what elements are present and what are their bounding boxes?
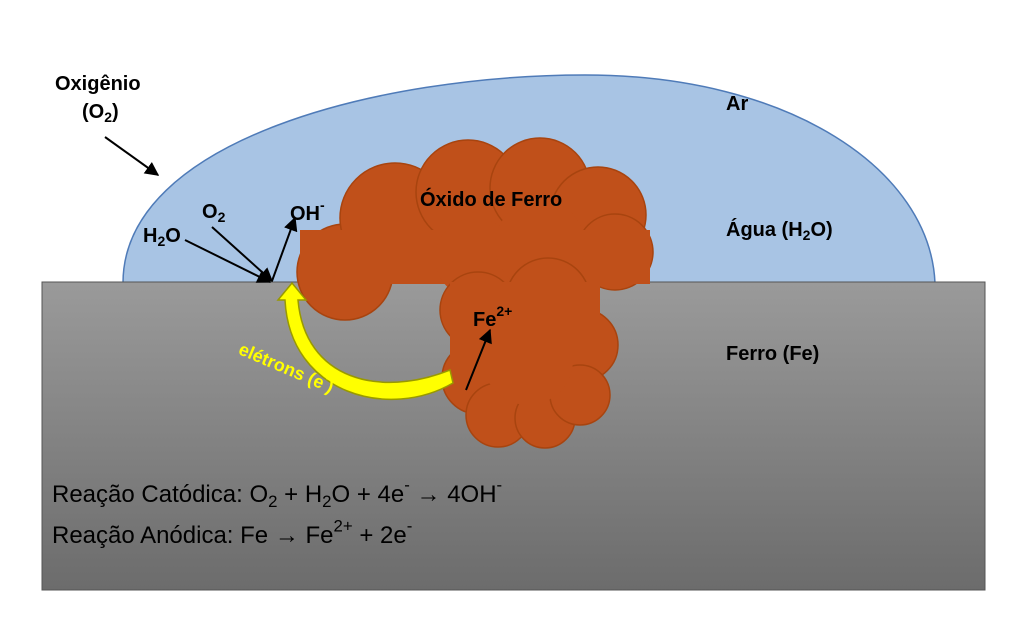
water-label-post: O) bbox=[810, 219, 833, 241]
oxygen-label: Oxigênio bbox=[55, 72, 141, 96]
h2o-label: H2O bbox=[143, 224, 181, 253]
fe-ion-label: Fe2+ bbox=[473, 304, 512, 332]
iron-oxide-deposit bbox=[296, 137, 654, 449]
cathodic-h: H bbox=[304, 481, 323, 508]
cathodic-oh: 4OH bbox=[447, 481, 497, 508]
fe-ion-sup: 2+ bbox=[496, 303, 513, 320]
anodic-fe2-sup: 2+ bbox=[333, 516, 353, 536]
fe-ion-arrow bbox=[465, 328, 492, 391]
oh-arrow bbox=[271, 216, 298, 282]
oh-sup: - bbox=[320, 197, 325, 214]
h2o-arrow bbox=[184, 239, 272, 283]
anodic-electrons: 2e bbox=[380, 522, 407, 549]
o2-pre: O bbox=[202, 201, 218, 223]
iron-label: Ferro (Fe) bbox=[726, 343, 820, 365]
cathodic-plus1: + bbox=[284, 481, 299, 508]
cathodic-electrons-sup: - bbox=[404, 475, 410, 495]
iron-oxide-label: Óxido de Ferro bbox=[420, 189, 563, 211]
cathodic-reaction-label: Reação Catódica: bbox=[52, 481, 243, 508]
anodic-plus: + bbox=[359, 522, 374, 549]
cathodic-o-sub: 2 bbox=[268, 492, 278, 512]
o2-label: O2 bbox=[202, 200, 225, 229]
cathodic-h-sub: 2 bbox=[322, 492, 332, 512]
oxygen-label-line1: Oxigênio bbox=[55, 73, 141, 95]
electron-flow-arrow bbox=[276, 281, 454, 401]
h2o-post: O bbox=[165, 225, 181, 247]
anodic-reaction: Reação Anódica: Fe → Fe2+ + 2e- bbox=[52, 517, 412, 550]
anodic-fe: Fe bbox=[240, 522, 269, 549]
oxygen-formula-post: ) bbox=[112, 101, 119, 123]
cathodic-plus2: + bbox=[356, 481, 371, 508]
h2o-sub: 2 bbox=[157, 233, 166, 250]
water-label: Água (H2O) bbox=[726, 218, 833, 247]
oxygen-formula-sub: 2 bbox=[104, 109, 113, 126]
o2-arrow bbox=[211, 226, 274, 282]
cathodic-reaction: Reação Catódica: O2 + H2O + 4e- → 4OH- bbox=[52, 476, 502, 516]
anodic-fe2: Fe bbox=[305, 522, 334, 549]
cathodic-o: O bbox=[249, 481, 269, 508]
cathodic-arrow: → bbox=[416, 481, 441, 508]
cathodic-oh-sup: - bbox=[496, 475, 503, 495]
oh-label: OH- bbox=[290, 198, 325, 226]
h2o-pre: H bbox=[143, 225, 158, 247]
water-label-pre: Água (H bbox=[726, 219, 803, 241]
fe-ion-pre: Fe bbox=[473, 309, 497, 331]
anodic-reaction-label: Reação Anódica: bbox=[52, 522, 234, 549]
anodic-arrow: → bbox=[274, 522, 299, 549]
cathodic-h-post: O bbox=[331, 481, 351, 508]
o2-sub: 2 bbox=[217, 209, 226, 226]
cathodic-electrons: 4e bbox=[377, 481, 405, 508]
oxygen-pointer-arrow bbox=[104, 136, 160, 176]
air-label: Ar bbox=[726, 93, 749, 115]
anodic-electrons-sup: - bbox=[406, 516, 413, 536]
oxygen-formula-pre: (O bbox=[82, 101, 105, 123]
oxygen-formula-label: (O2) bbox=[82, 100, 119, 129]
oh-pre: OH bbox=[290, 203, 320, 225]
water-label-sub: 2 bbox=[802, 227, 811, 244]
